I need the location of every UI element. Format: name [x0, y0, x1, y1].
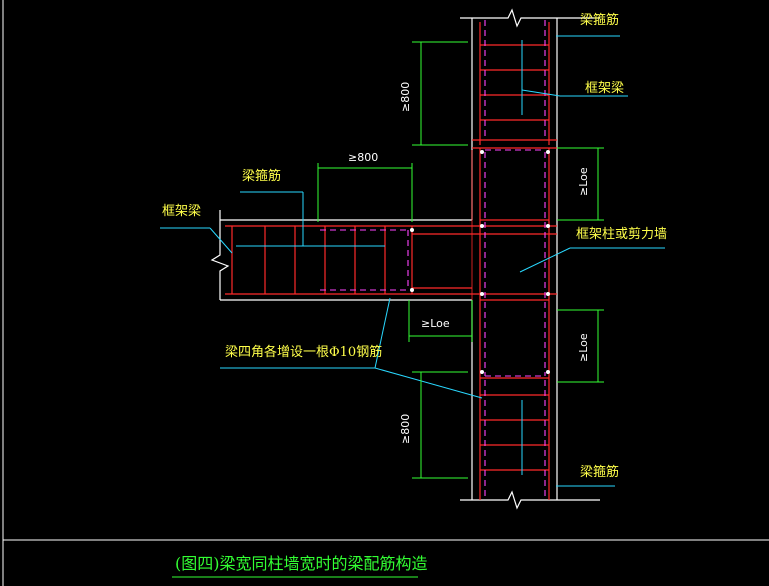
dim-loe-lower: ≥Loe: [577, 333, 590, 362]
label-frame-beam-right: 框架梁: [585, 81, 625, 96]
label-frame-column-or-shear-wall: 框架柱或剪力墙: [576, 227, 668, 242]
leader-lines: [160, 35, 665, 487]
dimension-lines: [317, 41, 604, 479]
corner-bar-dots: [410, 150, 550, 374]
label-frame-beam-left: 框架梁: [162, 204, 202, 219]
dim-loe-horizontal: ≥Loe: [421, 317, 450, 330]
member-outline: [210, 8, 600, 510]
stirrup-dashes: [320, 20, 546, 500]
dim-ge800-top: ≥800: [399, 81, 412, 112]
dim-ge800-horizontal: ≥800: [348, 151, 379, 164]
label-corner-bar-note: 梁四角各增设一根Φ10钢筋: [225, 345, 383, 360]
label-beam-stirrup-left: 梁箍筋: [242, 169, 282, 184]
label-beam-stirrup-top: 梁箍筋: [580, 13, 620, 28]
dim-loe-upper: ≥Loe: [577, 167, 590, 196]
rebar-lines: [225, 22, 557, 500]
drawing-caption: (图四)梁宽同柱墙宽时的梁配筋构造: [175, 554, 428, 573]
dim-ge800-bottom: ≥800: [399, 413, 412, 444]
label-beam-stirrup-bottom: 梁箍筋: [580, 465, 620, 480]
